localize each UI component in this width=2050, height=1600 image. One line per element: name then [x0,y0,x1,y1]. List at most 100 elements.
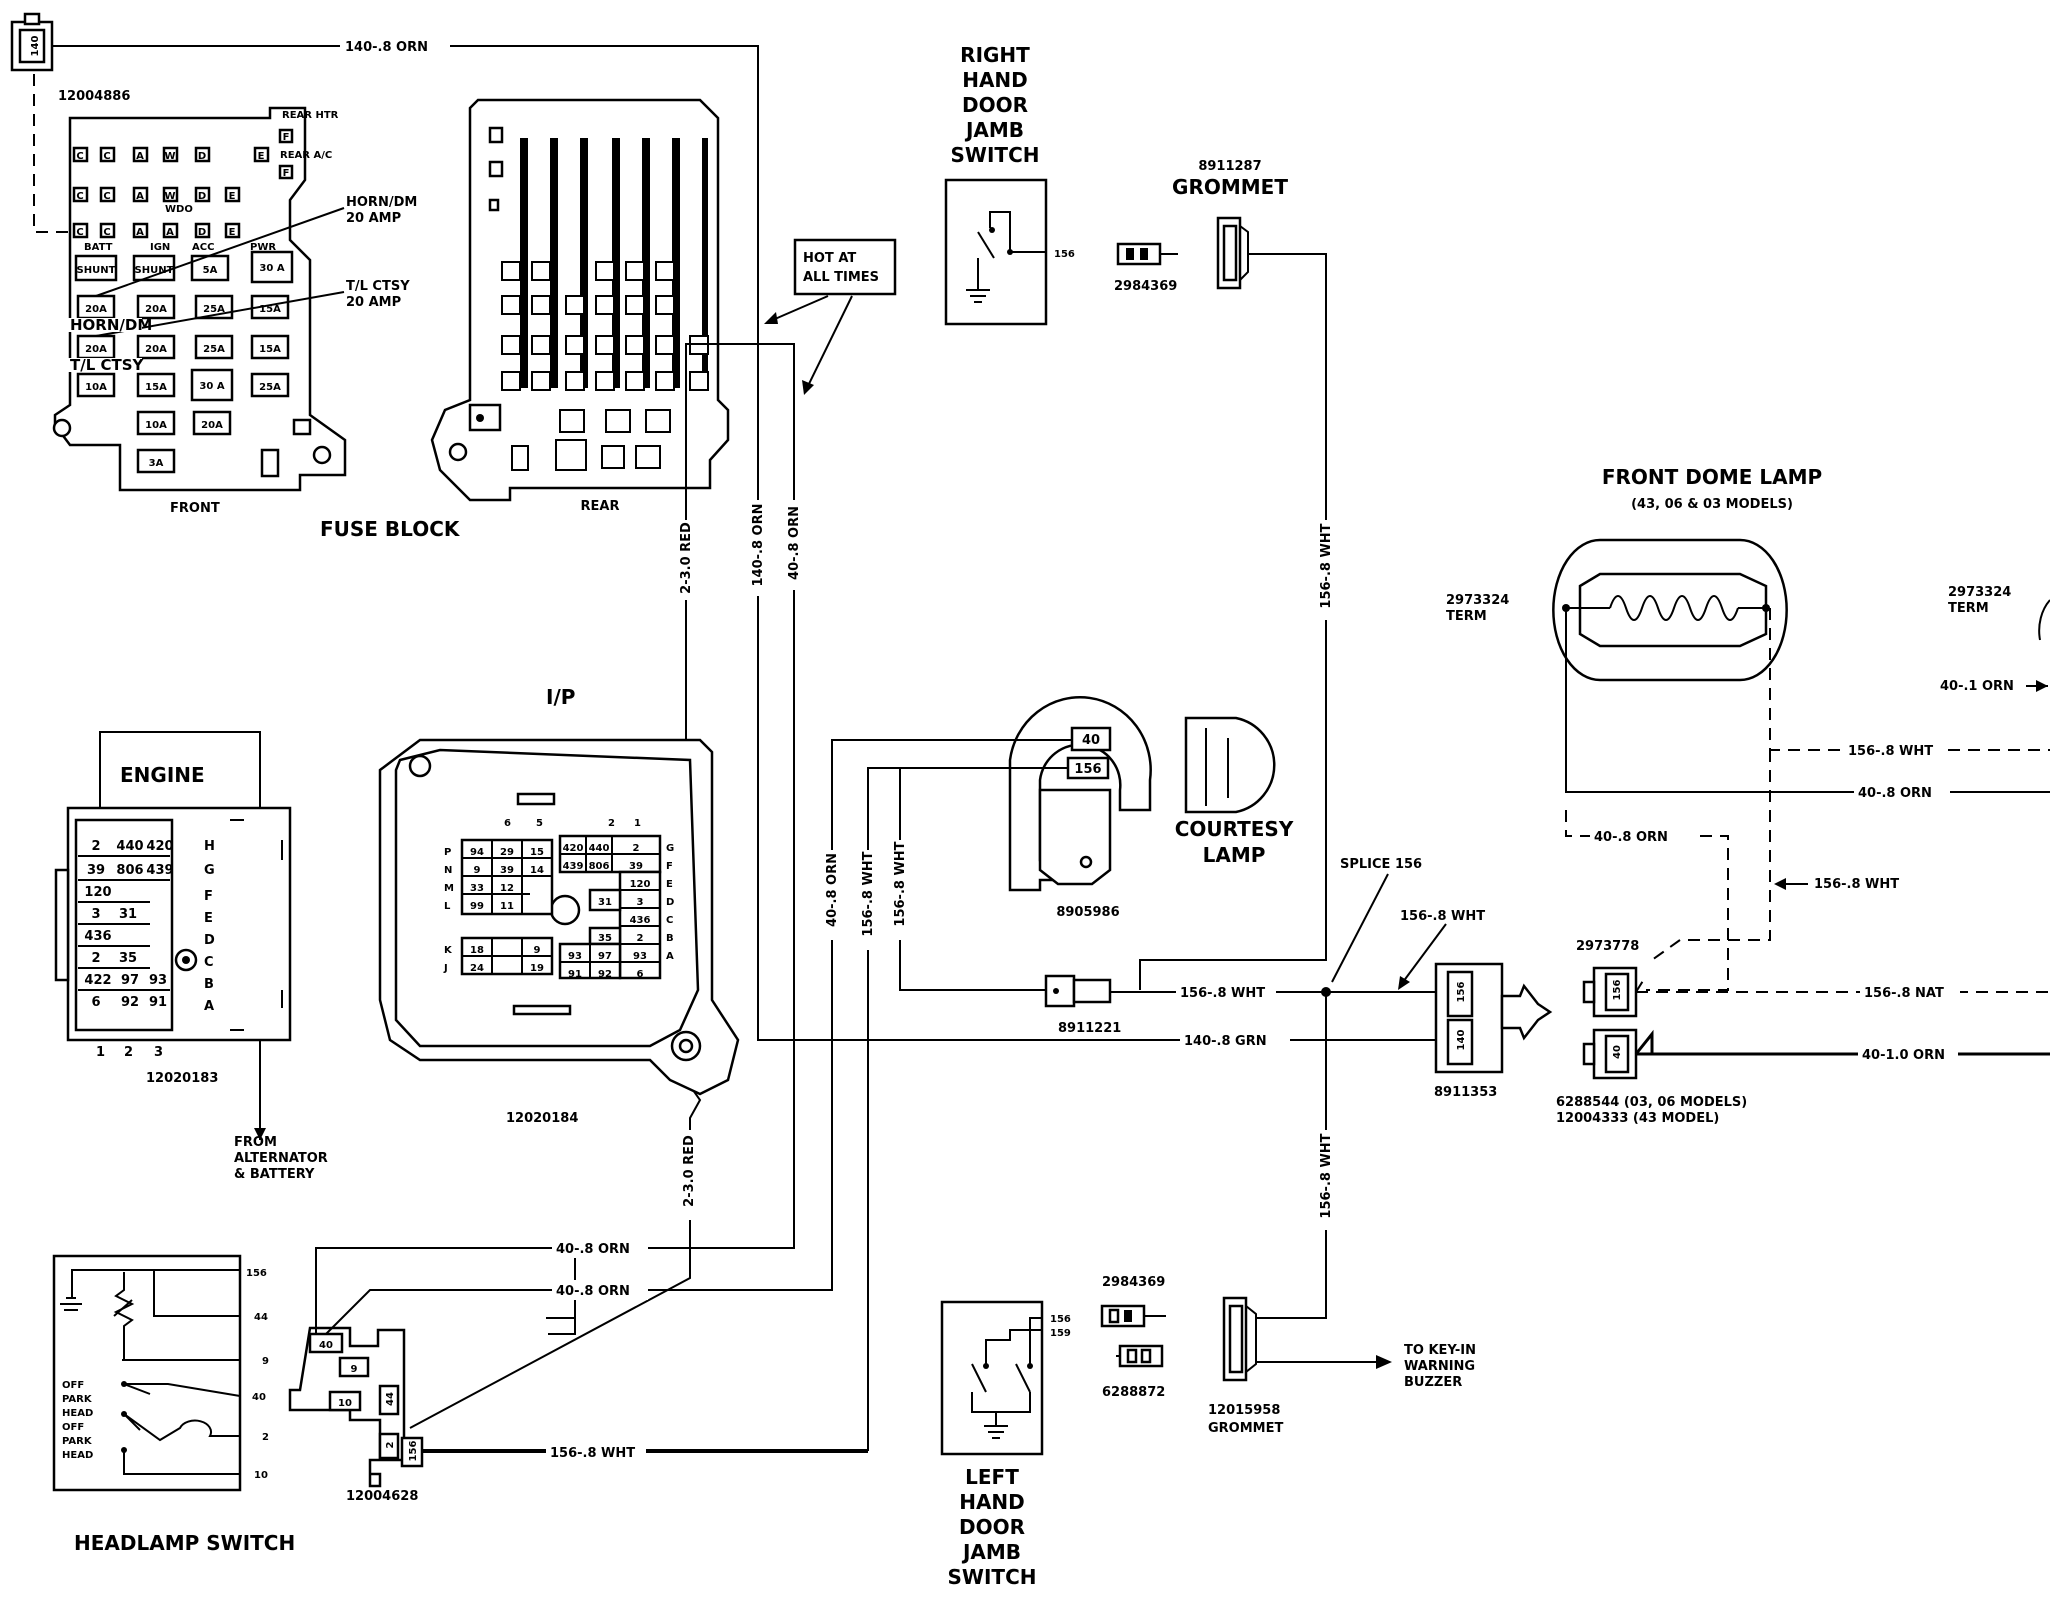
leader-horn-dm [95,207,345,297]
ip-pin: 18 [470,945,484,956]
wire-label-156-hl: 156-.8 WHT [550,1446,635,1461]
fuse-slot: 25A [203,304,225,315]
fuse-letter: C [76,151,83,162]
wire-label-40-dome: 40-.8 ORN [1858,786,1932,801]
grommet-bot-part: 12015958 [1208,1403,1280,1418]
ip-letter: B [666,933,674,944]
wire-label-2-3-red-bot: 2-3.0 RED [682,1135,697,1207]
wire-label-2-3-red-top: 2-3.0 RED [679,522,694,594]
ip-letter: L [444,901,451,912]
fuse-letter: A [136,191,144,202]
fuse-slot: 15A [259,344,281,355]
wire-40-1-0 [1634,1029,2050,1056]
ip-pin: 9 [534,945,541,956]
engine-letter: E [204,911,213,926]
fuse-letter: A [136,151,144,162]
dash-link [33,74,72,233]
ip-pin: 420 [563,843,584,854]
wire-label-40-hl-a: 40-.8 ORN [556,1242,630,1257]
connector-140-part: 12004886 [58,89,130,104]
wire-40-dome-dash [1565,810,1729,991]
fuse-letter: E [229,227,236,238]
fuse-letter: A [136,227,144,238]
hl-conn-part: 12004628 [346,1489,418,1504]
wire-label-156-splice-right: 156-.8 WHT [1400,909,1485,924]
ip-pin: 436 [630,915,651,926]
ip-pin: 15 [530,847,544,858]
ip-letter: P [444,847,451,858]
fuse-tag: F [283,168,290,179]
engine-pin: 440 [116,839,143,854]
hot-at-leader-2 [805,295,853,391]
hl-conn-44: 44 [385,1392,396,1406]
engine-letter: F [204,889,213,904]
engine-pin: 436 [84,929,111,944]
engine-letter: D [204,933,215,948]
term-left-label: TERM [1446,609,1487,624]
fuse-row-3: C C A A D E [72,222,241,239]
fuse-letter: C [76,227,83,238]
engine-col-letters: H G F E D C B A 1 2 3 [96,839,215,1060]
hl-pin-40: 40 [252,1392,266,1403]
wire-156-vert-bot [1256,992,1327,1319]
ip-letter: C [666,915,673,926]
key-in-l2: WARNING [1404,1359,1475,1374]
tl-ctsy-note: T/L CTSY [346,279,410,294]
hl-pin-44: 44 [254,1312,268,1323]
ip-left-grid: 6 5 94 29 15 9 39 14 33 12 99 11 18 9 24… [443,818,554,976]
term-right-label: TERM [1948,601,1989,616]
ip-pin: 91 [568,969,582,980]
engine-pin: 93 [149,973,167,988]
fuse-slot: 15A [259,304,281,315]
hl-conn-10: 10 [338,1398,352,1409]
engine-pin: 2 [91,839,100,854]
engine-letter: A [204,999,214,1014]
engine-pin: 422 [84,973,111,988]
engine-pin: 2 [91,951,100,966]
fuse-tag: WDO [165,204,193,215]
wire-label-40-dome-dash: 40-.8 ORN [1594,830,1668,845]
wire-label-40-1-orn: 40-.1 ORN [1940,679,2014,694]
terminal-top [1116,242,1178,266]
horn-dm-amp: 20 AMP [346,211,401,226]
fuse-front-label: FRONT [170,501,220,516]
fuse-slot: 15A [145,382,167,393]
wire-156-nat [1635,975,2050,993]
fuse-letter: D [198,227,206,238]
fuse-slot: 5A [203,265,218,276]
engine-letter: G [204,863,215,878]
fuse-slot: 25A [203,344,225,355]
hl-pos: HEAD [62,1408,93,1419]
ip-pin: 39 [500,865,514,876]
connector-2973778-pin-b: 40 [1612,1045,1623,1059]
engine-pin: 420 [146,839,173,854]
fuse-letter: C [103,191,110,202]
lh-door-l4: JAMB [961,1540,1021,1564]
fuse-slot: 30 A [259,263,284,274]
ip-pin: 92 [598,969,612,980]
ip-pin: 19 [530,963,544,974]
hot-at-all-times-box [793,238,897,296]
fuse-block-front: C C A W D E C C A W D E C C A A D E [52,106,347,492]
connector-8911353-pin-a: 156 [1456,982,1467,1003]
fuse-slot: 25A [259,382,281,393]
engine-letter: B [204,977,214,992]
engine-pin: 91 [149,995,167,1010]
grommet-bot-label: GROMMET [1208,1421,1283,1436]
fuse-tag: REAR A/C [280,150,332,161]
fuse-tag: ACC [192,242,214,253]
courtesy-part: 8905986 [1056,905,1119,920]
courtesy-pin-156: 156 [1074,762,1101,777]
fuse-slot: 20A [201,420,223,431]
hl-pos: PARK [62,1394,93,1405]
connector-140: 140 [10,12,54,72]
ip-pin: 35 [598,933,612,944]
fuse-row-1: C C A W D E [72,146,270,163]
connector-8911221-part: 8911221 [1058,1021,1121,1036]
ip-pin: 9 [474,865,481,876]
hl-pos: HEAD [62,1450,93,1461]
lh-door-pin156: 156 [1050,1314,1071,1325]
headlamp-title: HEADLAMP SWITCH [74,1531,295,1555]
ip-num: 2 [608,818,615,829]
